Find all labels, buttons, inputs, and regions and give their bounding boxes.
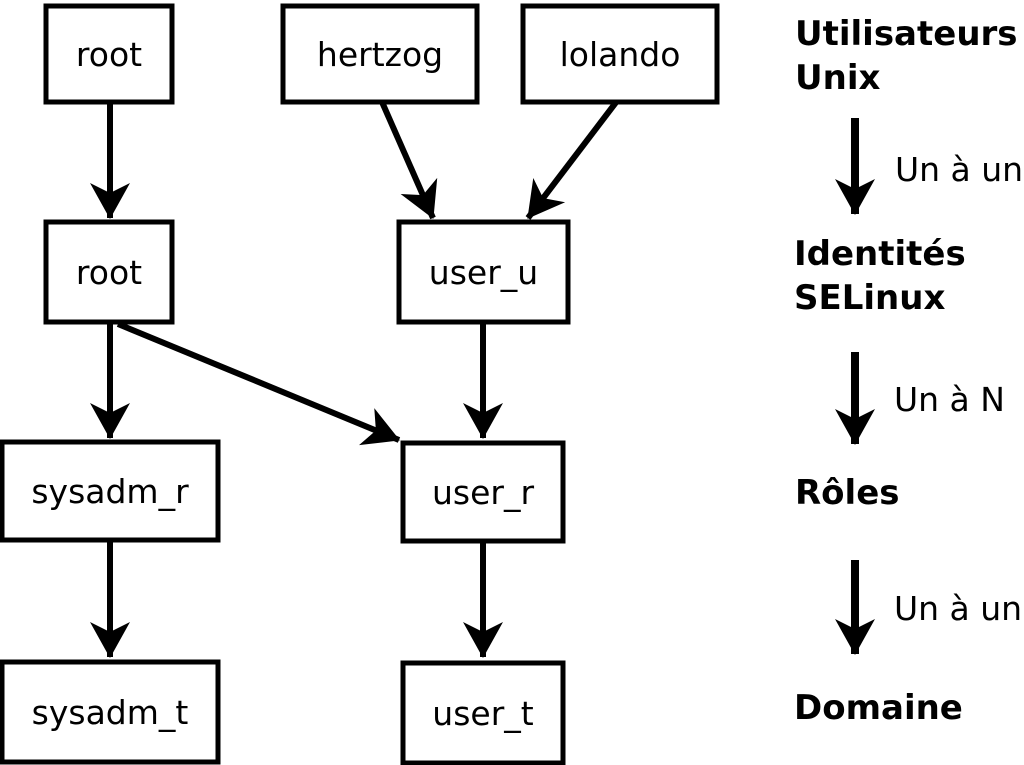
- legend-level-roles-line-1: Rôles: [795, 473, 900, 513]
- node-hertzog: hertzog: [280, 3, 480, 105]
- legend-level-identites-selinux-line-1: Identités: [794, 234, 966, 274]
- legend-arrow-un-a-n: Un à N: [835, 352, 1005, 445]
- legend-arrow-label-un-a-n: Un à N: [894, 380, 1005, 419]
- node-box-selinux-root: [43, 219, 175, 325]
- legend-arrow-un-a-un-2: Un à un: [835, 560, 1022, 655]
- legend-arrow-label-un-a-un-1: Un à un: [895, 150, 1023, 189]
- node-label-lolando: lolando: [560, 35, 681, 74]
- node-box-lolando: [520, 3, 720, 105]
- node-box-hertzog: [280, 3, 480, 105]
- node-sysadm-t: sysadm_t: [0, 659, 221, 765]
- node-user-t: user_t: [400, 660, 566, 765]
- legend-level-utilisateurs-unix-line-2: Unix: [795, 58, 880, 98]
- node-label-sysadm-t: sysadm_t: [32, 693, 189, 732]
- node-box-user-r: [400, 440, 566, 544]
- edge-selinux-root-to-user-r: [116, 321, 401, 446]
- legend-level-utilisateurs-unix-line-1: Utilisateurs: [795, 14, 1018, 54]
- node-box-sysadm-t: [0, 659, 221, 765]
- node-label-user-u: user_u: [429, 253, 538, 292]
- edge-lolando-to-user-u: [525, 99, 620, 220]
- legend-arrow-un-a-un-1: Un à un: [835, 118, 1023, 215]
- node-user-u: user_u: [396, 219, 571, 325]
- node-unix-root: root: [43, 3, 175, 105]
- node-label-user-r: user_r: [432, 473, 534, 512]
- node-user-r: user_r: [400, 440, 566, 544]
- legend-level-domaine: Domaine: [794, 688, 963, 728]
- node-box-user-t: [400, 660, 566, 765]
- legend-layer: UtilisateursUnixIdentitésSELinuxRôlesDom…: [794, 14, 1023, 728]
- node-label-selinux-root: root: [76, 253, 142, 292]
- node-box-sysadm-r: [0, 439, 221, 543]
- legend-level-identites-selinux-line-2: SELinux: [794, 278, 945, 318]
- node-label-sysadm-r: sysadm_r: [31, 472, 189, 511]
- node-label-hertzog: hertzog: [317, 35, 443, 74]
- node-selinux-root: root: [43, 219, 175, 325]
- node-label-unix-root: root: [76, 35, 142, 74]
- node-box-unix-root: [43, 3, 175, 105]
- node-box-user-u: [396, 219, 571, 325]
- legend-arrow-label-un-a-un-2: Un à un: [894, 589, 1022, 628]
- node-lolando: lolando: [520, 3, 720, 105]
- edges-layer: [90, 99, 620, 658]
- edge-hertzog-to-user-u: [379, 100, 438, 220]
- legend-level-domaine-line-1: Domaine: [794, 688, 963, 728]
- node-sysadm-r: sysadm_r: [0, 439, 221, 543]
- legend-level-roles: Rôles: [795, 473, 900, 513]
- node-label-user-t: user_t: [432, 694, 533, 733]
